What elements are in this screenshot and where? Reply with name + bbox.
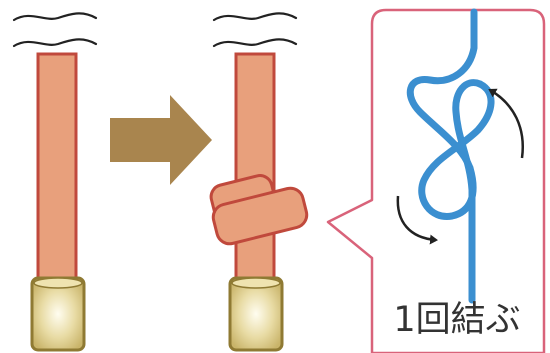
cord-after bbox=[209, 13, 310, 350]
cord-before bbox=[14, 13, 96, 350]
right-arrow-icon bbox=[110, 95, 212, 185]
cord-body bbox=[236, 54, 274, 284]
knot bbox=[209, 173, 310, 246]
cord-end-cap bbox=[230, 278, 282, 350]
cut-line-icon bbox=[14, 13, 96, 46]
cut-line-icon bbox=[214, 13, 296, 46]
cord-body bbox=[38, 54, 76, 284]
callout-caption: 1回結ぶ bbox=[372, 298, 542, 342]
cord-end-cap bbox=[32, 278, 84, 350]
